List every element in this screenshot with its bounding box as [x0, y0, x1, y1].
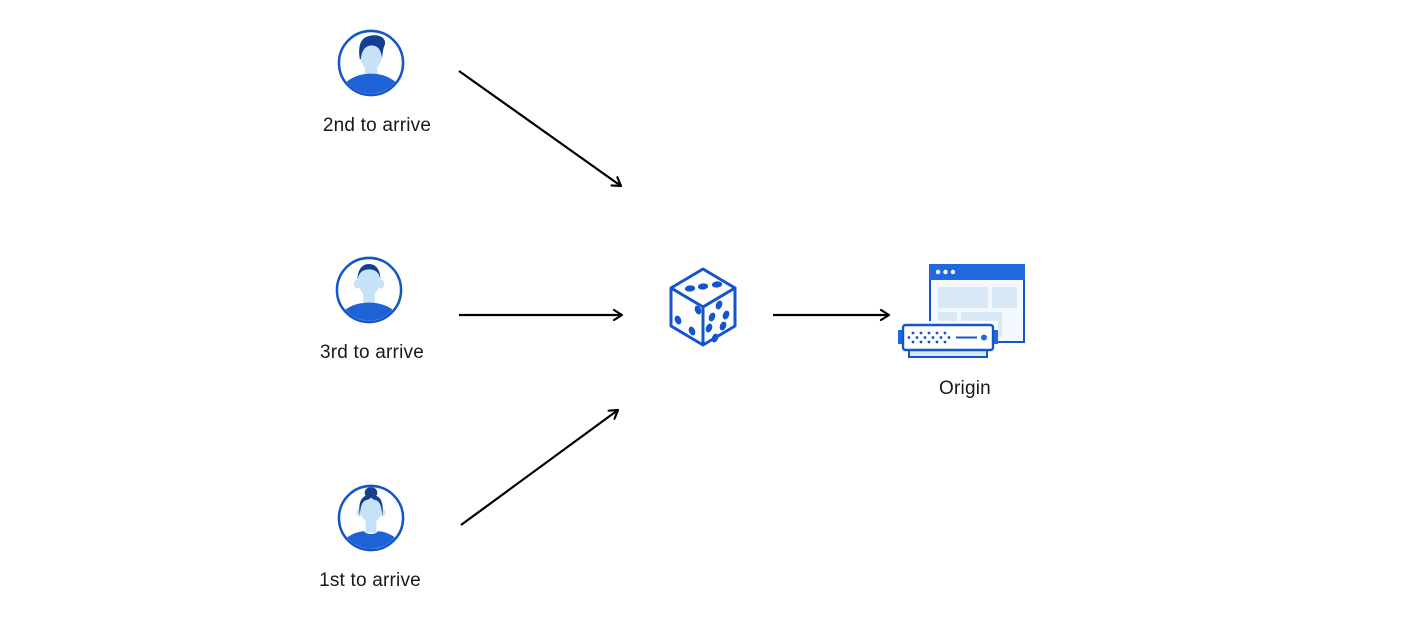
server-vent-dots [907, 331, 951, 344]
client-label-1st: 1st to arrive [319, 570, 421, 591]
client-label-2nd: 2nd to arrive [322, 115, 432, 136]
arrow-client-1st-to-dice [460, 408, 620, 526]
dice-node [667, 265, 739, 351]
client-node-2nd [337, 29, 405, 97]
origin-label: Origin [939, 378, 991, 399]
origin-server-icon [898, 264, 1025, 359]
client-node-3rd [335, 256, 403, 324]
woman-bun-avatar-icon [337, 484, 405, 552]
man-quiff-avatar-icon [337, 29, 405, 97]
origin-node [896, 262, 1028, 364]
man-shorthair-avatar-icon [335, 256, 403, 324]
client-label-3rd: 3rd to arrive [320, 342, 424, 363]
dice-icon [669, 267, 737, 347]
client-node-1st [337, 484, 405, 552]
